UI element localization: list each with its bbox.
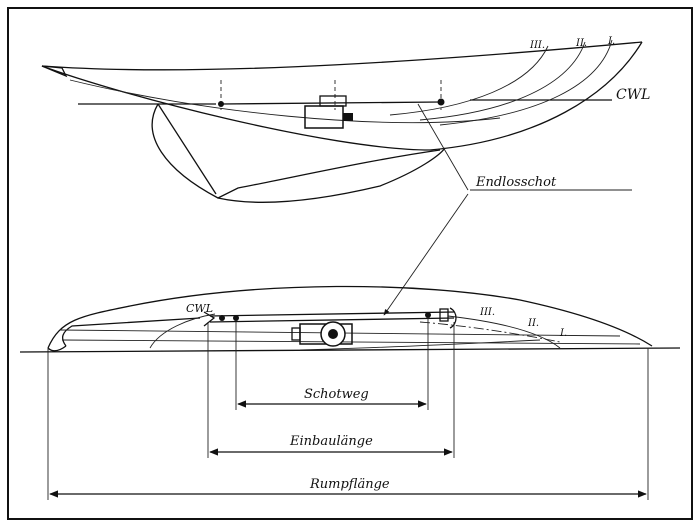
section-plan-2 — [419, 321, 561, 343]
drawing-frame — [7, 7, 693, 520]
long-line-2 — [61, 339, 641, 345]
section-label-top-2: II. — [575, 38, 587, 49]
hull-side-view — [41, 39, 643, 203]
buttock-plan — [149, 313, 216, 349]
sheet-track-plan-return — [209, 317, 455, 323]
sheet-track-top — [220, 101, 442, 105]
sheet-track-plan — [209, 311, 455, 317]
endlosschot-leader-down — [383, 193, 469, 316]
section-line-1 — [439, 39, 613, 126]
schotweg-label: Schotweg — [304, 387, 369, 402]
keel-bottom — [217, 147, 446, 203]
bow-tip — [47, 345, 67, 352]
section-label-top-3: III. — [529, 40, 545, 51]
hull-bottom-line — [41, 41, 643, 151]
keel-leading-edge — [157, 103, 217, 195]
sheave-left — [203, 311, 216, 327]
endlosschot-leader-up — [417, 103, 469, 191]
buttock-line — [69, 79, 501, 123]
section-label-bottom-2: II. — [527, 318, 539, 329]
centerline — [19, 347, 681, 353]
section-plan-3 — [447, 315, 561, 349]
waterline-label-top: CWL — [616, 87, 650, 103]
endlosschot-label: Endlosschot — [475, 175, 557, 190]
section-label-bottom-1: I. — [559, 328, 567, 339]
einbaulaenge-label: Einbaulänge — [289, 434, 373, 449]
section-line-2 — [419, 41, 586, 121]
deck-outline — [47, 285, 653, 349]
keel-fin — [151, 103, 441, 199]
rumpflaenge-label: Rumpflänge — [309, 477, 390, 492]
winch-drum-top — [319, 95, 347, 107]
sheave-right — [449, 307, 457, 329]
section-line-3 — [389, 45, 549, 116]
section-label-bottom-3: III. — [479, 307, 495, 318]
winch-motor-top — [304, 105, 344, 129]
waterline-plan — [61, 317, 201, 347]
waterline-label-bottom: CWL — [186, 302, 213, 315]
sheer-line — [41, 41, 643, 71]
hull-plan-view — [19, 285, 681, 500]
section-plan-1 — [299, 339, 541, 351]
section-label-top-1: I. — [607, 36, 615, 47]
